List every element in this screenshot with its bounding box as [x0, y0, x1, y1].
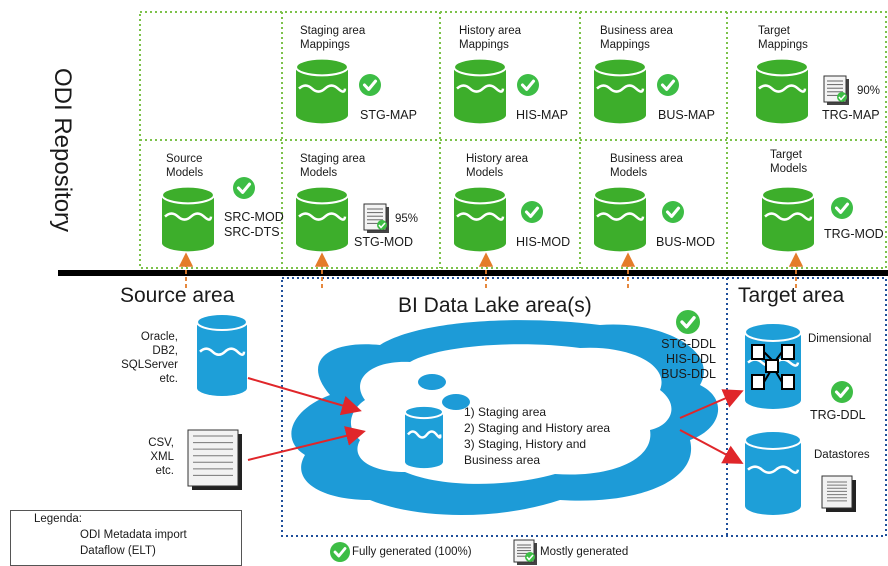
model-title-history: History area Models — [466, 153, 528, 179]
check-icon — [676, 310, 700, 334]
check-icon — [662, 201, 684, 223]
dataflow-arrow — [247, 377, 362, 416]
legend-box — [10, 510, 242, 566]
check-icon — [233, 177, 255, 199]
check-icon — [831, 381, 853, 403]
source-db-cylinder — [196, 313, 248, 396]
mostly-generated-icon — [513, 539, 537, 565]
dataflow-arrow — [679, 389, 744, 419]
legend-dataflow-label: Dataflow (ELT) — [80, 545, 156, 557]
model-cylinder-2 — [453, 185, 507, 252]
mapping-percent-target: 90% — [857, 85, 881, 97]
mostly-generated-icon — [823, 75, 849, 105]
source-file-label: CSV, XML etc. — [148, 437, 174, 477]
model-title-staging: Staging area Models — [300, 153, 366, 179]
model-cylinder-3 — [593, 185, 647, 252]
mapping-cylinder-0 — [295, 57, 349, 124]
model-code-business: BUS-MOD — [656, 235, 716, 249]
lake-area-box — [281, 277, 887, 537]
model-cylinder-4 — [761, 185, 815, 252]
model-code-staging: STG-MOD — [354, 235, 414, 249]
separator-line — [58, 270, 888, 276]
mapping-title-staging: Staging area Mappings — [300, 25, 366, 51]
repository-grid — [139, 11, 887, 269]
lake-area-title: BI Data Lake area(s) — [398, 294, 592, 317]
target-datastores-label: Datastores — [814, 449, 870, 461]
dataflow-arrow — [679, 429, 744, 464]
footer-mostly-label: Mostly generated — [540, 546, 629, 558]
dimensional-schema-icon — [751, 344, 795, 390]
source-db-label: Oracle, DB2, SQLServer etc. — [121, 331, 178, 385]
target-ddl-label: TRG-DDL — [810, 408, 866, 422]
model-cylinder-1 — [295, 185, 349, 252]
source-area-title: Source area — [120, 284, 235, 307]
target-file-icon — [821, 475, 856, 512]
footer-full-label: Fully generated (100%) — [352, 546, 472, 558]
legend-title: Legenda: — [34, 513, 82, 525]
lake-options-label: 1) Staging area 2) Staging and History a… — [464, 405, 611, 467]
mapping-cylinder-1 — [453, 57, 507, 124]
mapping-code-business: BUS-MAP — [658, 108, 715, 122]
mapping-code-target: TRG-MAP — [822, 108, 880, 122]
lake-ddl-label: STG-DDL HIS-DDL BUS-DDL — [661, 337, 716, 381]
model-title-target: Target Models — [770, 149, 808, 175]
model-cylinder-0 — [161, 185, 215, 252]
check-icon — [359, 74, 381, 96]
mostly-generated-icon — [363, 203, 389, 233]
fully-generated-icon — [330, 542, 350, 562]
mapping-title-business: Business area Mappings — [600, 25, 673, 51]
lake-cylinder — [404, 404, 444, 469]
check-icon — [517, 74, 539, 96]
target-area-title: Target area — [738, 284, 845, 307]
dataflow-arrow — [247, 426, 366, 461]
model-percent-staging: 95% — [395, 213, 419, 225]
mapping-cylinder-3 — [755, 57, 809, 124]
mapping-cylinder-2 — [593, 57, 647, 124]
mapping-title-history: History area Mappings — [459, 25, 521, 51]
mapping-code-staging: STG-MAP — [360, 108, 417, 122]
mapping-code-history: HIS-MAP — [516, 108, 569, 122]
model-title-business: Business area Models — [610, 153, 683, 179]
repository-title: ODI Repository — [49, 68, 76, 233]
model-title-source: Source Models — [166, 153, 204, 179]
check-icon — [657, 74, 679, 96]
model-code-source: SRC-MOD SRC-DTS — [224, 210, 284, 239]
check-icon — [521, 201, 543, 223]
target-datastores-cylinder — [744, 430, 802, 515]
legend-import-label: ODI Metadata import — [80, 529, 187, 541]
model-code-history: HIS-MOD — [516, 235, 571, 249]
source-file-icon — [187, 429, 242, 490]
mapping-title-target: Target Mappings — [758, 25, 808, 51]
check-icon — [831, 197, 853, 219]
target-dimensional-label: Dimensional — [808, 333, 872, 345]
model-code-target: TRG-MOD — [824, 227, 884, 241]
